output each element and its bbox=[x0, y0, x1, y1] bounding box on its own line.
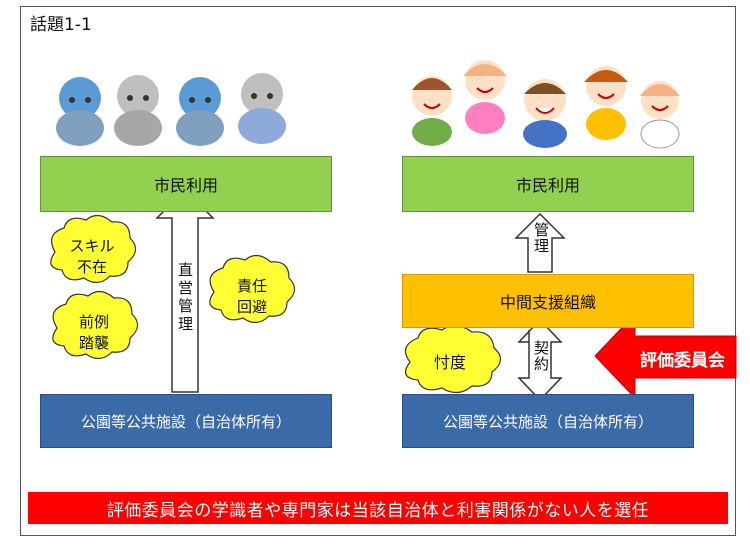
right-facility-box: 公園等公共施設（自治体所有） bbox=[402, 394, 694, 448]
contract-label: 契約 bbox=[532, 340, 550, 372]
cloud-precedent bbox=[52, 290, 139, 360]
intermediary-org-label: 中間支援組織 bbox=[499, 293, 596, 312]
contract-arrow bbox=[517, 318, 563, 402]
cloud-skill bbox=[50, 214, 137, 284]
cloud-sontaku-text: 忖度 bbox=[433, 353, 466, 372]
cloud-sontaku bbox=[404, 324, 502, 394]
left-citizen-use-box: 市民利用 bbox=[40, 156, 332, 212]
manage-arrow bbox=[514, 212, 566, 273]
manage-label: 管理 bbox=[532, 222, 550, 254]
cloud-responsibility bbox=[209, 254, 296, 324]
slide-title: 話題1-1 bbox=[30, 15, 92, 35]
direct-management-label: 直営管理 bbox=[176, 262, 194, 334]
right-citizen-use-box: 市民利用 bbox=[402, 156, 694, 212]
sad-children-icon bbox=[56, 73, 286, 146]
cloud-responsibility-text: 責任回避 bbox=[236, 277, 267, 316]
right-facility-label: 公園等公共施設（自治体所有） bbox=[442, 412, 653, 431]
cloud-precedent-text: 前例踏襲 bbox=[78, 313, 109, 352]
intermediary-org-box: 中間支援組織 bbox=[402, 274, 694, 328]
left-citizen-use-label: 市民利用 bbox=[153, 176, 218, 195]
bottom-banner: 評価委員会の学識者や専門家は当該自治体と利害関係がない人を選任 bbox=[28, 492, 728, 524]
happy-children-icon bbox=[412, 60, 680, 149]
cloud-skill-text: スキル不在 bbox=[69, 237, 115, 276]
left-facility-label: 公園等公共施設（自治体所有） bbox=[80, 412, 291, 431]
evaluation-committee-label: 評価委員会 bbox=[640, 351, 725, 371]
right-citizen-use-label: 市民利用 bbox=[515, 176, 580, 195]
slide-frame bbox=[20, 6, 736, 536]
left-facility-box: 公園等公共施設（自治体所有） bbox=[40, 394, 332, 448]
bottom-banner-text: 評価委員会の学識者や専門家は当該自治体と利害関係がない人を選任 bbox=[106, 500, 650, 521]
